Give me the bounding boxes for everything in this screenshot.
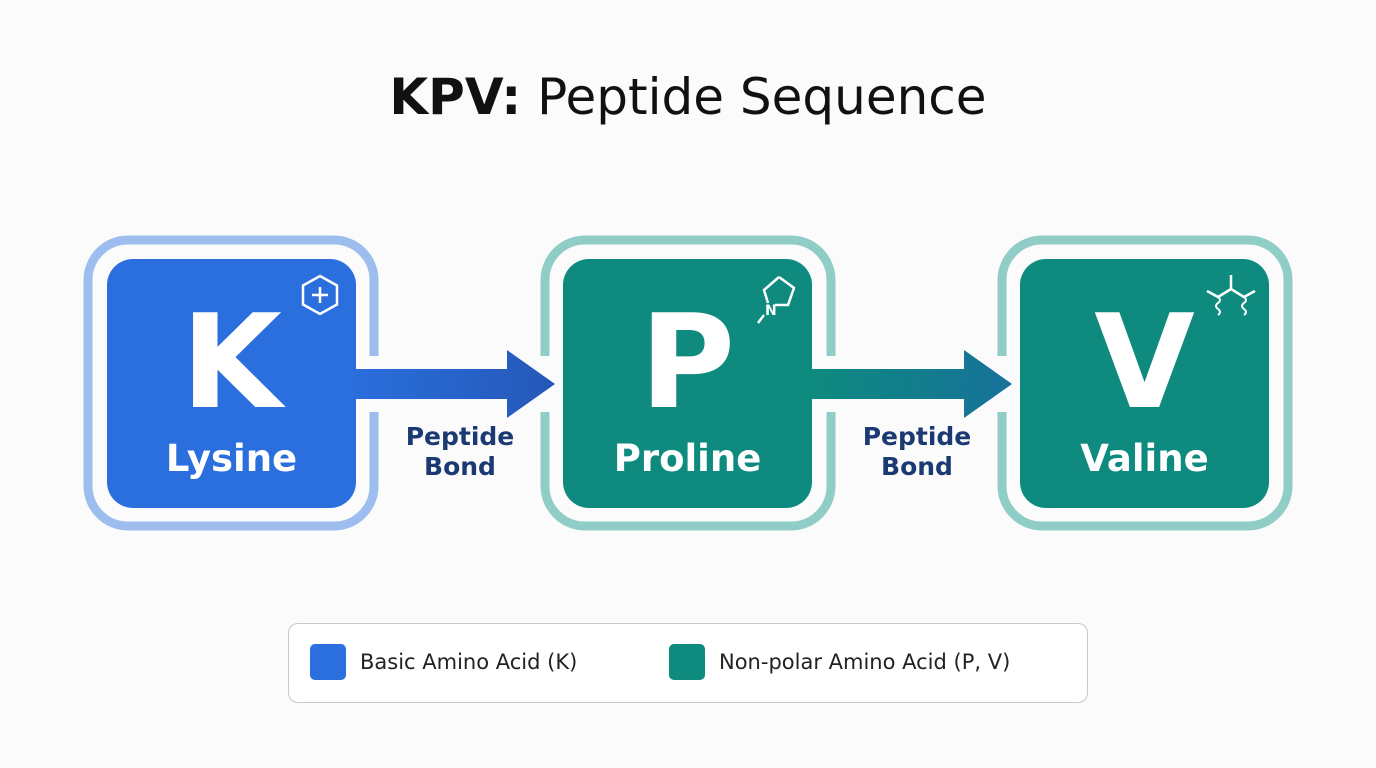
valine-name: Valine [1080, 437, 1209, 480]
legend-swatch-teal [669, 644, 705, 680]
legend-label: Non-polar Amino Acid (P, V) [719, 650, 1011, 674]
peptide-bond-arrow-2 [807, 350, 1012, 418]
page-title: KPV: Peptide Sequence [0, 68, 1376, 126]
lysine-card: K Lysine [107, 259, 356, 508]
legend-item-nonpolar: Non-polar Amino Acid (P, V) [669, 644, 1010, 680]
lysine-letter: K [181, 286, 282, 438]
peptide-bond-arrow-1 [350, 350, 555, 418]
legend-label: Basic Amino Acid (K) [360, 650, 578, 674]
valine-card: V Valine [1020, 259, 1269, 508]
bond-label-line2: Bond [881, 452, 953, 481]
lysine-name: Lysine [165, 437, 298, 480]
bond-label-line2: Bond [424, 452, 496, 481]
proline-name: Proline [613, 437, 762, 480]
legend: Basic Amino Acid (K) Non-polar Amino Aci… [288, 623, 1088, 703]
peptide-bond-label-1: Peptide Bond [380, 422, 540, 482]
valine-letter: V [1094, 286, 1195, 438]
svg-text:N: N [765, 303, 777, 319]
title-bold: KPV: [389, 68, 522, 126]
positive-charge-hexagon-icon [298, 273, 342, 321]
proline-letter: P [639, 286, 736, 438]
bond-label-line1: Peptide [405, 422, 515, 451]
pyrrolidine-ring-icon: N [744, 271, 798, 335]
bond-label-line1: Peptide [862, 422, 972, 451]
isopropyl-side-chain-icon [1203, 273, 1259, 327]
legend-swatch-blue [310, 644, 346, 680]
legend-item-basic: Basic Amino Acid (K) [310, 644, 577, 680]
title-rest: Peptide Sequence [521, 68, 987, 126]
peptide-bond-label-2: Peptide Bond [837, 422, 997, 482]
proline-card: N P Proline [563, 259, 812, 508]
